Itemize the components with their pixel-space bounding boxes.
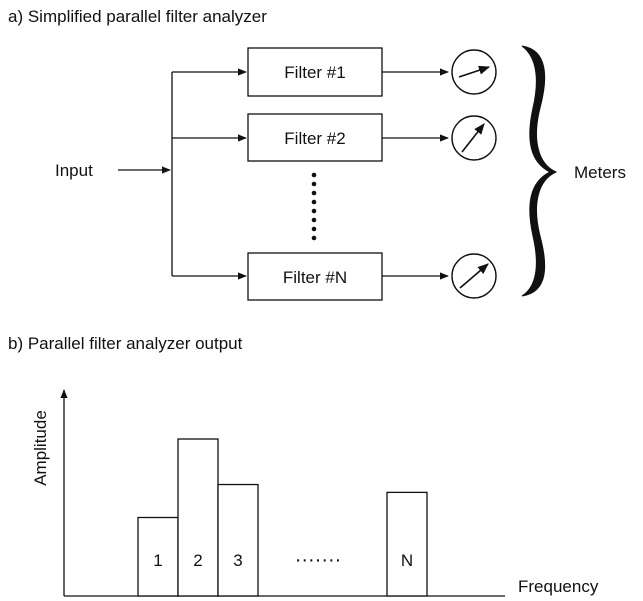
x-axis-label: Frequency	[518, 577, 599, 596]
filter-label-2: Filter #2	[284, 129, 345, 148]
input-label: Input	[55, 161, 93, 180]
filter-label-n: Filter #N	[283, 268, 347, 287]
filter-label-1: Filter #1	[284, 63, 345, 82]
bar-label-2: 2	[193, 551, 202, 570]
meters-brace	[521, 45, 558, 297]
bars-group: 1 2 3 N	[137, 438, 428, 597]
section-b-title: b) Parallel filter analyzer output	[8, 334, 243, 353]
meter-icon-2	[451, 115, 497, 161]
section-a-title: a) Simplified parallel filter analyzer	[8, 7, 267, 26]
bar-n	[386, 491, 428, 597]
bar-3	[217, 483, 259, 597]
meter-icon-n	[451, 253, 497, 299]
bar-2	[177, 438, 219, 597]
bar-1	[137, 516, 179, 597]
filter-box-2	[247, 113, 383, 162]
vertical-ellipsis	[311, 172, 317, 241]
bar-label-3: 3	[233, 551, 242, 570]
horizontal-ellipsis: ·······	[295, 549, 342, 571]
filter-box-1	[247, 47, 383, 97]
meter-icon-1	[451, 49, 497, 95]
filter-box-n	[247, 252, 383, 301]
y-axis-label: Amplitude	[31, 410, 50, 486]
bar-label-1: 1	[153, 551, 162, 570]
meters-label: Meters	[574, 163, 626, 182]
bar-label-n: N	[401, 551, 413, 570]
